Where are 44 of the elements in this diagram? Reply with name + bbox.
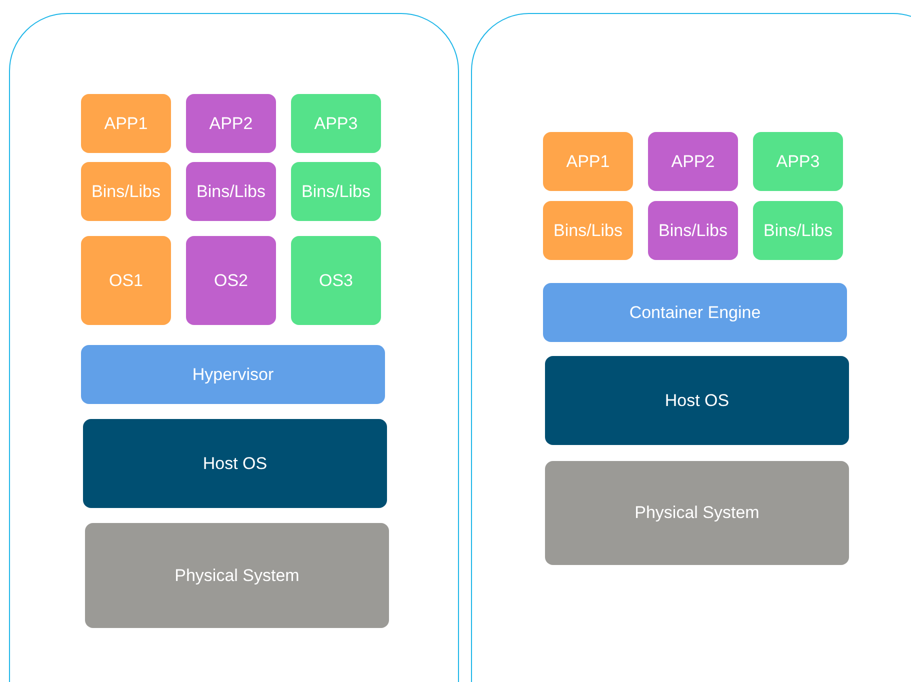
block-label: Bins/Libs — [92, 182, 160, 202]
block-label: Container Engine — [629, 302, 761, 322]
app-block — [291, 94, 381, 153]
block-label: Physical System — [174, 566, 300, 586]
container-stack-panel — [471, 13, 911, 682]
library-block — [81, 162, 171, 221]
os-block — [186, 236, 276, 325]
block-label: APP1 — [566, 152, 610, 172]
block-label: Hypervisor — [192, 364, 274, 384]
layer-block — [545, 356, 849, 445]
block-label: OS1 — [108, 270, 144, 290]
os-block — [81, 236, 171, 325]
vm-stack-panel — [9, 13, 459, 682]
block-label: OS2 — [214, 270, 248, 290]
layer-block — [83, 419, 387, 508]
library-block — [186, 162, 276, 221]
block-label: Host OS — [202, 454, 268, 474]
block-label: APP2 — [209, 114, 253, 134]
block-label: APP2 — [671, 152, 715, 172]
block-label: OS3 — [318, 270, 354, 290]
block-label: Bins/Libs — [764, 220, 832, 240]
app-block — [186, 94, 276, 153]
layer-block — [545, 461, 849, 565]
block-label: Bins/Libs — [196, 182, 266, 202]
os-block — [291, 236, 381, 325]
app-block — [648, 132, 738, 191]
block-label: Bins/Libs — [658, 220, 728, 240]
app-block — [81, 94, 171, 153]
app-block — [543, 132, 633, 191]
layer-block — [81, 345, 385, 404]
layer-block — [543, 283, 847, 342]
library-block — [648, 201, 738, 260]
block-label: Host OS — [664, 390, 730, 410]
layer-block — [85, 523, 389, 628]
block-label: Bins/Libs — [554, 220, 622, 240]
library-block — [291, 162, 381, 221]
app-block — [753, 132, 843, 191]
block-label: APP3 — [776, 152, 820, 172]
block-label: Bins/Libs — [302, 182, 370, 202]
block-label: APP3 — [314, 114, 358, 134]
library-block — [543, 201, 633, 260]
block-label: APP1 — [104, 114, 148, 134]
library-block — [753, 201, 843, 260]
block-label: Physical System — [634, 503, 760, 523]
